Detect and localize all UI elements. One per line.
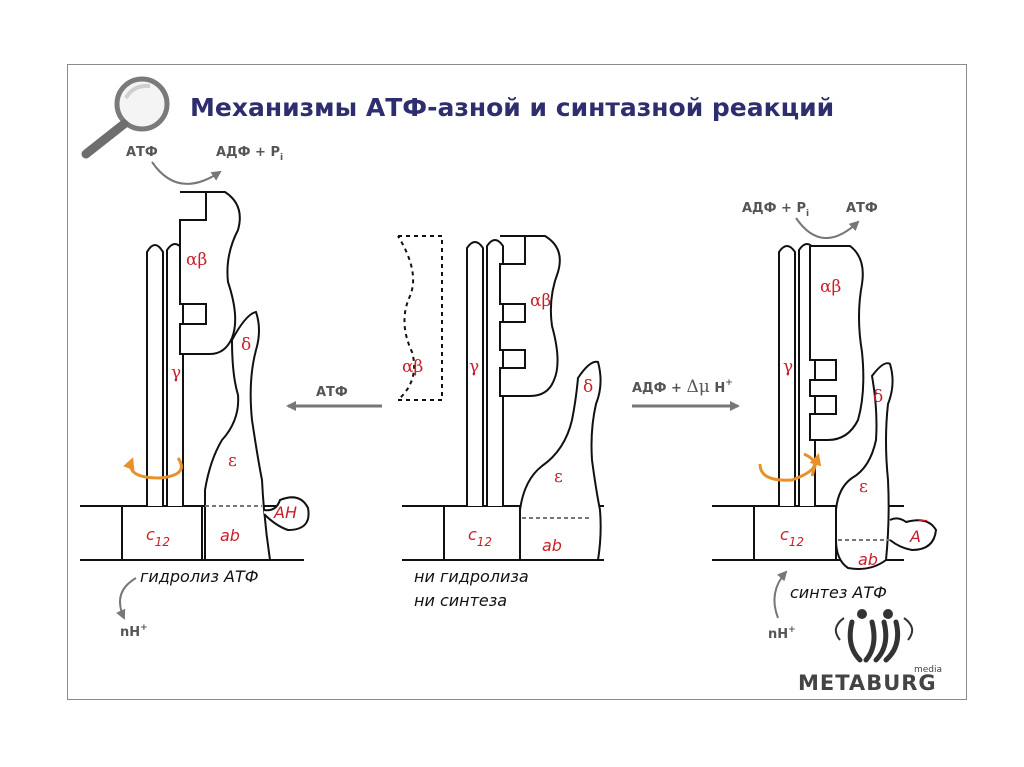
label-gamma-middle: γ	[469, 357, 479, 377]
label-delta-left: δ	[241, 335, 251, 355]
label-proton-right: nH+	[768, 625, 796, 642]
metaburg-logo-icon	[834, 609, 914, 663]
logo-media: media	[914, 665, 942, 675]
label-c-middle: c12	[468, 525, 492, 549]
caption-neither-1: ни гидролиза	[414, 567, 529, 586]
label-proton-left: nH+	[120, 623, 148, 640]
label-ab-right: ab	[858, 550, 878, 569]
label-epsilon-right: ε	[859, 477, 868, 497]
label-c-right: c12	[780, 525, 804, 549]
label-atp-left: АТФ	[126, 145, 158, 160]
label-atp-right: АТФ	[846, 201, 878, 216]
label-alpha-beta-right: αβ	[820, 277, 841, 297]
label-arrow-adp-delta-mu: АДФ + Δμ H+	[632, 377, 733, 397]
label-adp-pi-left: АДФ + Pi	[216, 145, 283, 163]
label-adp-pi-right: АДФ + Pi	[742, 201, 809, 219]
middle-complex	[286, 235, 740, 561]
label-ab-middle: ab	[542, 536, 562, 555]
magnifier-icon	[81, 76, 170, 159]
caption-hydrolysis: гидролиз АТФ	[140, 567, 259, 586]
page-title: Механизмы АТФ-азной и синтазной реакций	[190, 93, 834, 122]
label-ah: AH	[273, 503, 297, 522]
caption-synthesis: синтез АТФ	[790, 583, 887, 602]
label-epsilon-middle: ε	[554, 467, 563, 487]
label-c-left: c12	[146, 525, 170, 549]
label-alpha-beta-dashed: αβ	[402, 357, 423, 377]
label-delta-middle: δ	[583, 377, 593, 397]
label-a-minus: A‾	[909, 517, 928, 546]
label-epsilon-left: ε	[228, 451, 237, 471]
logo-text: METABURG	[798, 671, 937, 695]
label-alpha-beta-left: αβ	[186, 250, 207, 270]
left-complex	[80, 161, 310, 620]
caption-neither-2: ни синтеза	[414, 591, 507, 610]
label-arrow-atp: АТФ	[316, 385, 348, 400]
label-gamma-right: γ	[783, 357, 793, 377]
label-alpha-beta-middle: αβ	[530, 291, 551, 311]
label-ab-left: ab	[220, 526, 240, 545]
label-gamma-left: γ	[171, 363, 181, 383]
label-delta-right: δ	[873, 387, 883, 407]
right-complex	[712, 217, 938, 619]
